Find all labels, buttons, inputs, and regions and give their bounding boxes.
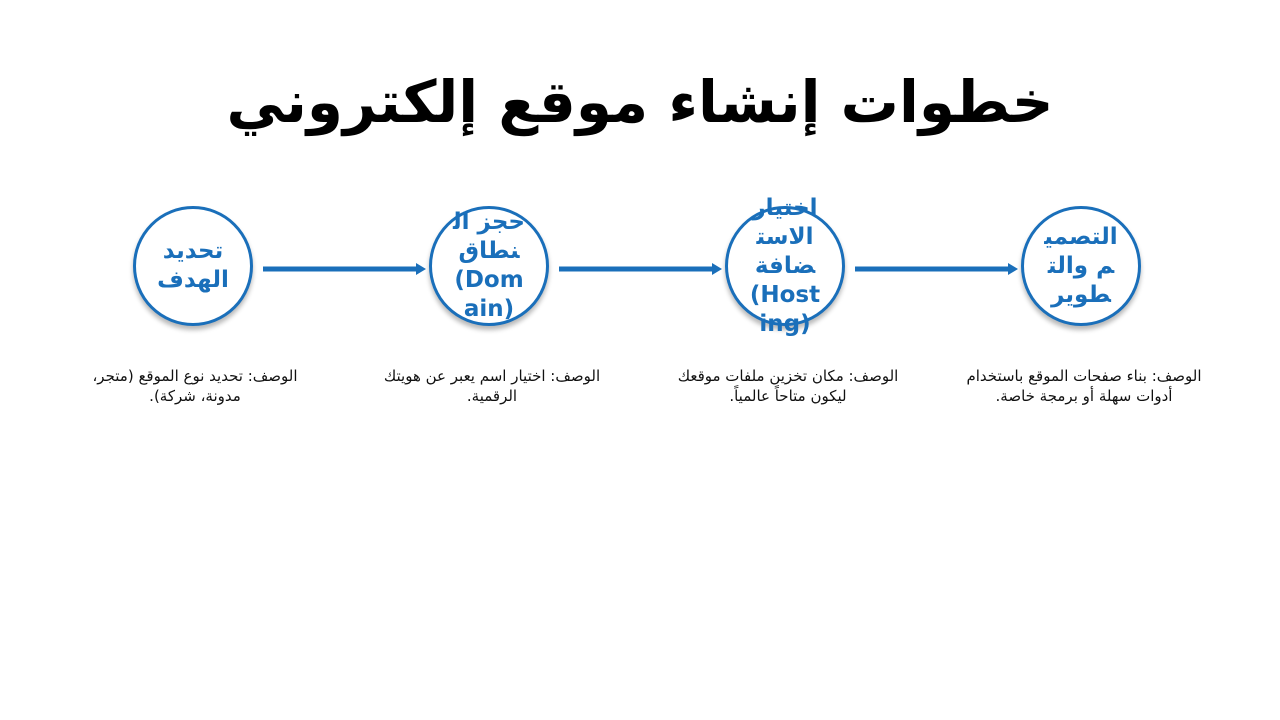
page-title: خطوات إنشاء موقع إلكتروني — [226, 68, 1054, 136]
step-4-label: التصميم والتطوير — [1044, 223, 1118, 308]
arrow-1-to-2-icon — [263, 263, 426, 275]
step-1-label: تحديد الهدف — [157, 238, 229, 293]
step-3-description: الوصف: مكان تخزين ملفات موقعك ليكون متاح… — [677, 367, 899, 405]
step-2-label: حجز النطاق (Domain) — [453, 209, 525, 322]
step-4-description: الوصف: بناء صفحات الموقع باستخدام أدوات … — [966, 367, 1202, 405]
step-3-label: اختيار الاستضافة (Hosting) — [749, 194, 821, 337]
step-1-description: الوصف: تحديد نوع الموقع (متجر، مدونة، شر… — [92, 367, 298, 405]
step-1-circle: تحديد الهدف — [133, 206, 253, 326]
arrow-2-to-3-icon — [559, 263, 722, 275]
step-2-description: الوصف: اختيار اسم يعبر عن هويتك الرقمية. — [383, 367, 601, 405]
arrow-3-to-4-icon — [855, 263, 1018, 275]
step-2-circle: حجز النطاق (Domain) — [429, 206, 549, 326]
step-4-circle: التصميم والتطوير — [1021, 206, 1141, 326]
step-3-circle: اختيار الاستضافة (Hosting) — [725, 195, 845, 337]
